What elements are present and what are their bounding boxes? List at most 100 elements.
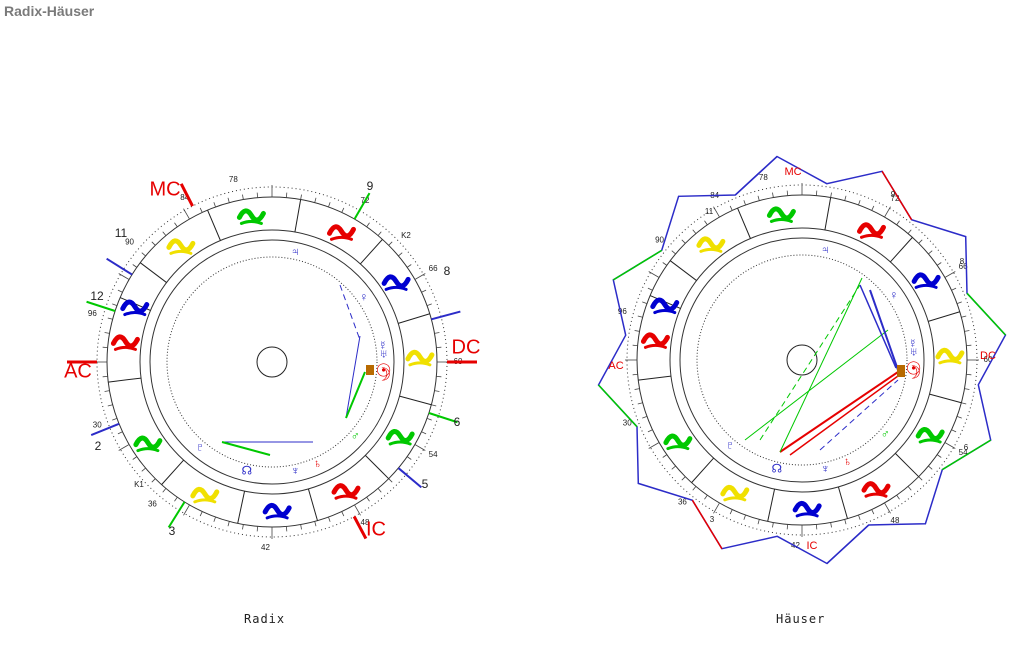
- age-label: 90: [655, 236, 664, 245]
- aspect-line: [345, 335, 361, 419]
- age-label: 66: [429, 264, 438, 273]
- zodiac-tick: [421, 289, 427, 293]
- virgo-icon: [911, 272, 941, 289]
- house-number: 11: [705, 207, 714, 216]
- sign-stroke: [190, 486, 220, 501]
- zodiac-tick: [300, 194, 302, 200]
- zodiac-tick: [151, 241, 156, 246]
- zodiac-tick: [426, 303, 432, 306]
- leo-icon: [856, 222, 886, 239]
- zodiac-tick: [104, 390, 110, 392]
- zodiac-tick: [896, 220, 900, 226]
- zodiac-tick: [174, 496, 178, 502]
- zodiac-tick: [858, 200, 861, 206]
- sign-divider: [237, 491, 246, 524]
- sign-stroke: [864, 492, 888, 498]
- ic-axis-line: [352, 515, 368, 540]
- sign-stroke: [408, 361, 432, 367]
- zodiac-tick: [162, 231, 167, 236]
- leo-icon: [326, 224, 356, 241]
- aspect-line: [859, 284, 897, 369]
- house-cusp: [397, 467, 423, 489]
- zodiac-tick: [713, 502, 720, 514]
- sign-divider: [638, 375, 672, 381]
- page-title: Radix-Häuser: [4, 3, 95, 19]
- age-label: 36: [148, 500, 157, 509]
- center-circle: [786, 344, 818, 376]
- sign-stroke: [265, 514, 289, 520]
- sign-stroke: [795, 512, 819, 518]
- radix-chart[interactable]: 787266605448423630969084♃♀☿♅☉☽♂♄♆☊♇ACDCM…: [64, 175, 480, 552]
- zodiac-tick: [961, 402, 967, 405]
- node-icon: ♇: [196, 440, 205, 454]
- aspect-line: [339, 284, 361, 341]
- age-label: 96: [618, 307, 627, 316]
- taurus-icon: [120, 299, 150, 317]
- zodiac-tick: [151, 478, 156, 483]
- zodiac-tick: [944, 442, 956, 449]
- zodiac-tick: [918, 239, 923, 244]
- sign-stroke: [861, 481, 891, 496]
- sign-divider: [161, 459, 185, 485]
- zodiac-tick: [642, 416, 648, 419]
- ac-label: AC: [608, 360, 623, 372]
- aspect-line: [789, 375, 899, 456]
- zodiac-tick: [227, 197, 230, 203]
- haeuser-chart[interactable]: 787266605448423630969084♃♀☿♅☉☽♂♄♆☊♇ACDCM…: [597, 155, 1007, 565]
- zodiac-tick: [830, 192, 832, 198]
- sign-stroke: [938, 359, 962, 365]
- sign-divider: [108, 377, 142, 383]
- age-label: 54: [959, 448, 968, 457]
- sign-stroke: [384, 285, 408, 291]
- house-number: 6: [454, 415, 461, 429]
- house-cusp: [86, 300, 116, 312]
- house-number: 2: [95, 439, 102, 453]
- zodiac-tick: [107, 404, 113, 407]
- zodiac-tick: [858, 514, 861, 520]
- sign-divider: [399, 395, 432, 406]
- zodiac-tick: [907, 486, 912, 491]
- zodiac-tick: [692, 486, 697, 491]
- sign-stroke: [666, 445, 690, 451]
- scorpio-icon: [385, 429, 415, 446]
- sign-stroke: [388, 440, 412, 446]
- zodiac-tick: [830, 522, 832, 528]
- zodiac-tick: [388, 241, 393, 246]
- age-label: 84: [180, 193, 189, 202]
- zodiac-tick: [132, 264, 138, 268]
- gemini-icon: [166, 238, 196, 255]
- aspect-line: [819, 379, 899, 451]
- aspect-line: [744, 329, 889, 441]
- house-number: 8: [444, 264, 451, 278]
- sign-stroke: [166, 238, 196, 253]
- house-star-segment: [941, 439, 992, 471]
- zodiac-tick: [944, 271, 956, 278]
- mercury-icon: ☿: [378, 339, 387, 353]
- sign-stroke: [915, 427, 945, 441]
- zodiac-tick: [662, 454, 668, 458]
- aspect-line: [779, 277, 863, 453]
- house-cusp: [90, 422, 120, 436]
- zodiac-tick: [936, 262, 942, 266]
- zodiac-tick: [406, 456, 412, 460]
- zodiac-tick: [871, 509, 875, 515]
- zodiac-tick: [936, 454, 942, 458]
- zodiac-tick: [314, 197, 317, 203]
- house-number: 11: [115, 226, 128, 240]
- sign-stroke: [262, 502, 292, 517]
- zodiac-tick: [341, 511, 345, 517]
- scorpio-icon: [915, 427, 945, 444]
- neptune-icon: ♆: [291, 464, 300, 478]
- mars-icon: ☉: [376, 361, 392, 381]
- jupiter-icon: ☽: [375, 364, 391, 384]
- radix-caption: Radix: [244, 612, 286, 626]
- sign-stroke: [329, 235, 353, 241]
- mercury-icon: ☿: [908, 337, 917, 351]
- zodiac-tick: [426, 418, 432, 421]
- venus-icon: ♅: [379, 346, 388, 360]
- zodiac-tick: [951, 429, 957, 433]
- sign-stroke: [720, 484, 750, 499]
- age-label: 30: [93, 421, 102, 430]
- zodiac-tick: [354, 504, 361, 516]
